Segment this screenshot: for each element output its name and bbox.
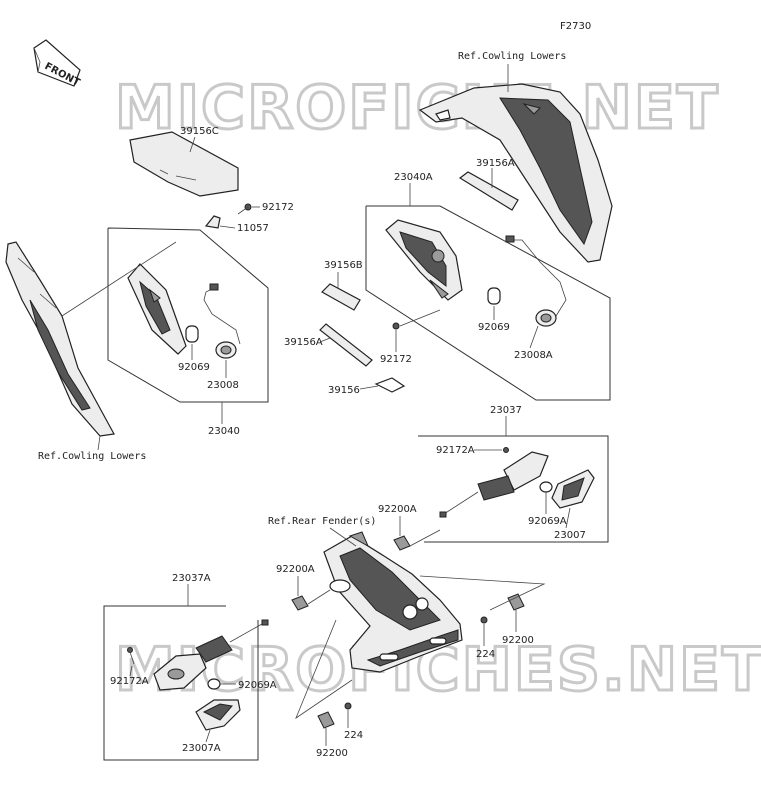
label-23008a: 23008A xyxy=(514,350,553,361)
label-92069a-left: 92069A xyxy=(238,680,277,691)
cowling-upper-right xyxy=(418,83,613,263)
label-23007a: 23007A xyxy=(182,743,221,754)
label-92200a-right: 92200A xyxy=(378,504,417,515)
screw-224-right xyxy=(480,616,488,624)
rear-fender-bracket xyxy=(323,531,463,673)
lens-23007 xyxy=(551,469,595,509)
bulb-92069-right xyxy=(487,287,501,305)
pad-39156c xyxy=(129,131,239,197)
pad-39156a-top xyxy=(458,171,519,211)
nut-92200-right xyxy=(507,593,525,611)
label-23037: 23037 xyxy=(490,405,522,416)
lens-23007a xyxy=(195,699,241,731)
lamp-housing-left xyxy=(127,263,187,355)
blinker-right xyxy=(439,451,549,518)
bulb-92069-left xyxy=(185,325,199,343)
figure-code: F2730 xyxy=(560,21,591,32)
label-92200-right: 92200 xyxy=(502,635,534,646)
nut-92200a-right xyxy=(393,535,411,551)
screw-92172a-left xyxy=(127,647,135,665)
label-23037a: 23037A xyxy=(172,573,211,584)
nut-92200a-left xyxy=(291,595,309,611)
lamp-housing-right xyxy=(385,219,463,301)
label-92172a-right: 92172A xyxy=(436,445,475,456)
label-224-right: 224 xyxy=(476,649,495,660)
label-39156: 39156 xyxy=(328,385,360,396)
ref-cowling-top: Ref.Cowling Lowers xyxy=(458,51,566,62)
pad-39156 xyxy=(374,377,406,393)
screw-92172-mid xyxy=(392,322,400,330)
screw-92172a-right xyxy=(503,447,509,453)
label-39156a-left: 39156A xyxy=(284,337,323,348)
bulb-92069a-left xyxy=(207,678,221,690)
label-39156c: 39156C xyxy=(180,126,219,137)
label-92069a-right: 92069A xyxy=(528,516,567,527)
bracket-11057 xyxy=(204,215,221,229)
label-92200-bottom: 92200 xyxy=(316,748,348,759)
label-11057: 11057 xyxy=(237,223,269,234)
screw-224-bottom xyxy=(344,702,352,710)
label-23008: 23008 xyxy=(207,380,239,391)
label-92172a-left: 92172A xyxy=(110,676,149,687)
frame-23037 xyxy=(418,435,609,543)
frame-23037a xyxy=(103,605,259,761)
frame-23040a xyxy=(365,205,611,401)
nut-92200-bottom xyxy=(317,711,335,729)
ref-cowling-left: Ref.Cowling Lowers xyxy=(38,451,146,462)
label-92172-top: 92172 xyxy=(262,202,294,213)
blinker-left xyxy=(153,619,269,691)
label-224-bottom: 224 xyxy=(344,730,363,741)
socket-23008a xyxy=(505,235,567,327)
label-23040: 23040 xyxy=(208,426,240,437)
front-arrow-icon: FRONT xyxy=(33,39,82,89)
cowling-panel-left xyxy=(5,241,115,437)
label-39156a-top: 39156A xyxy=(476,158,515,169)
ref-rear-fender: Ref.Rear Fender(s) xyxy=(268,516,376,527)
screw-92172-top xyxy=(237,203,252,215)
pad-39156b xyxy=(321,283,361,311)
label-92172-mid: 92172 xyxy=(380,354,412,365)
pad-39156a-left xyxy=(319,323,373,367)
label-39156b: 39156B xyxy=(324,260,363,271)
label-23007: 23007 xyxy=(554,530,586,541)
label-92069-right: 92069 xyxy=(478,322,510,333)
watermark-top: MICROFICHE.NET xyxy=(115,73,720,143)
label-92069-left: 92069 xyxy=(178,362,210,373)
bulb-92069a-right xyxy=(539,481,553,493)
socket-23008 xyxy=(203,283,241,359)
label-23040a: 23040A xyxy=(394,172,433,183)
label-92200a-left: 92200A xyxy=(276,564,315,575)
frame-23040 xyxy=(107,227,269,403)
